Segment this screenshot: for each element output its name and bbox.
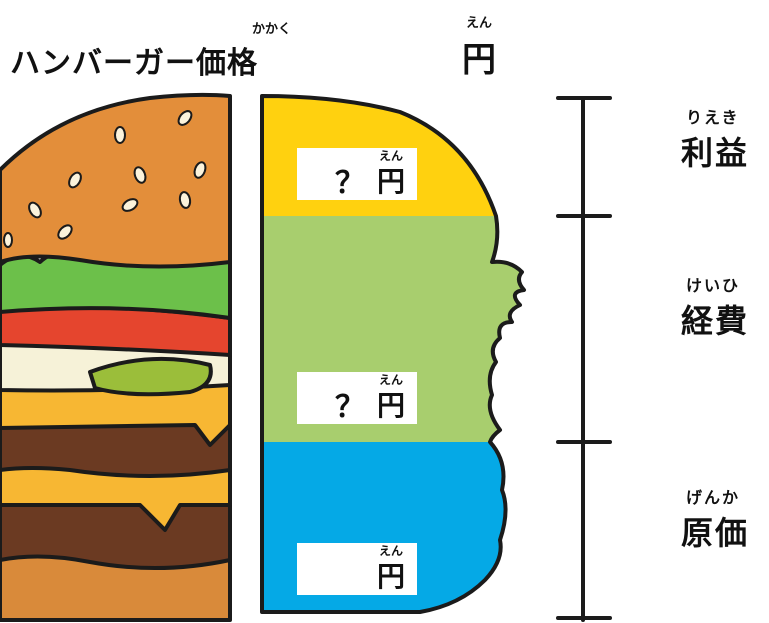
cost-unit: 円 (377, 560, 406, 593)
page-title: ハンバーガー価格 (10, 46, 258, 81)
profit-price-value: ？ (335, 166, 365, 201)
expenses-unit: 円 (377, 389, 406, 422)
expenses-label-ruby: けいひ (686, 276, 741, 295)
profit-label: 利益 (681, 134, 750, 172)
expenses-price-box: ？ えん 円 (297, 372, 417, 425)
expenses-unit-ruby: えん (379, 373, 404, 387)
cost-unit-ruby: えん (379, 544, 404, 558)
cost-label: 原価 (681, 514, 750, 552)
cost-label-ruby: げんか (686, 488, 741, 507)
cost-price-box: えん 円 (297, 543, 417, 595)
profit-label-ruby: りえき (686, 108, 740, 127)
title-ruby: かかく (252, 22, 292, 37)
profit-price-box: ？ えん 円 (297, 148, 417, 201)
profit-unit-ruby: えん (379, 149, 404, 163)
expenses-label: 経費 (681, 302, 750, 340)
title-yen: 円 (462, 40, 496, 80)
profit-unit: 円 (377, 165, 406, 198)
expenses-price-value: ？ (335, 390, 365, 425)
title-yen-ruby: えん (466, 16, 493, 31)
